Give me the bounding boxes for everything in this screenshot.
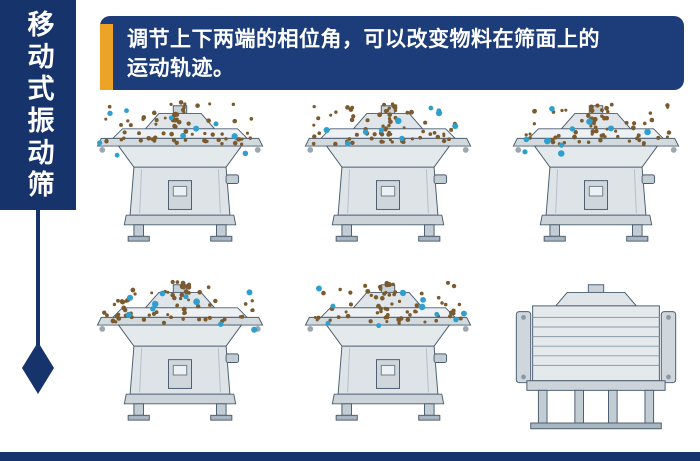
- sidebar-title-block: 移动式振动筛: [0, 0, 76, 210]
- banner-line-2: 运动轨迹。: [127, 57, 235, 80]
- footer-bar: [0, 452, 700, 461]
- machine-illustration: [82, 279, 278, 447]
- machine-illustration: [290, 101, 486, 268]
- banner-line-1: 调节上下两端的相位角，可以改变物料在筛面上的: [127, 28, 600, 51]
- machine-illustration: [290, 280, 486, 447]
- particles: [522, 102, 672, 157]
- machine-illustration: [498, 279, 694, 447]
- down-arrow-line: [36, 210, 40, 346]
- machine-illustration: [82, 99, 278, 268]
- particles: [313, 280, 467, 328]
- machine-bottom-right: [492, 273, 700, 452]
- particles: [102, 279, 258, 333]
- machine-top-left: [76, 94, 284, 273]
- particles: [311, 101, 459, 147]
- particles: [97, 99, 254, 158]
- banner-accent-bar: [100, 24, 113, 90]
- info-banner: 调节上下两端的相位角，可以改变物料在筛面上的 运动轨迹。: [100, 16, 684, 90]
- down-arrow-diamond-icon: [22, 342, 54, 394]
- banner-text: 调节上下两端的相位角，可以改变物料在筛面上的 运动轨迹。: [127, 25, 674, 83]
- machine-top-center: [284, 94, 492, 273]
- page-title: 移动式振动筛: [23, 10, 54, 202]
- machine-bottom-left: [76, 273, 284, 452]
- figures-grid: [76, 94, 700, 452]
- machine-bottom-center: [284, 273, 492, 452]
- machine-top-right: [492, 94, 700, 273]
- sidebar: 移动式振动筛: [0, 0, 76, 461]
- machine-illustration: [498, 102, 694, 268]
